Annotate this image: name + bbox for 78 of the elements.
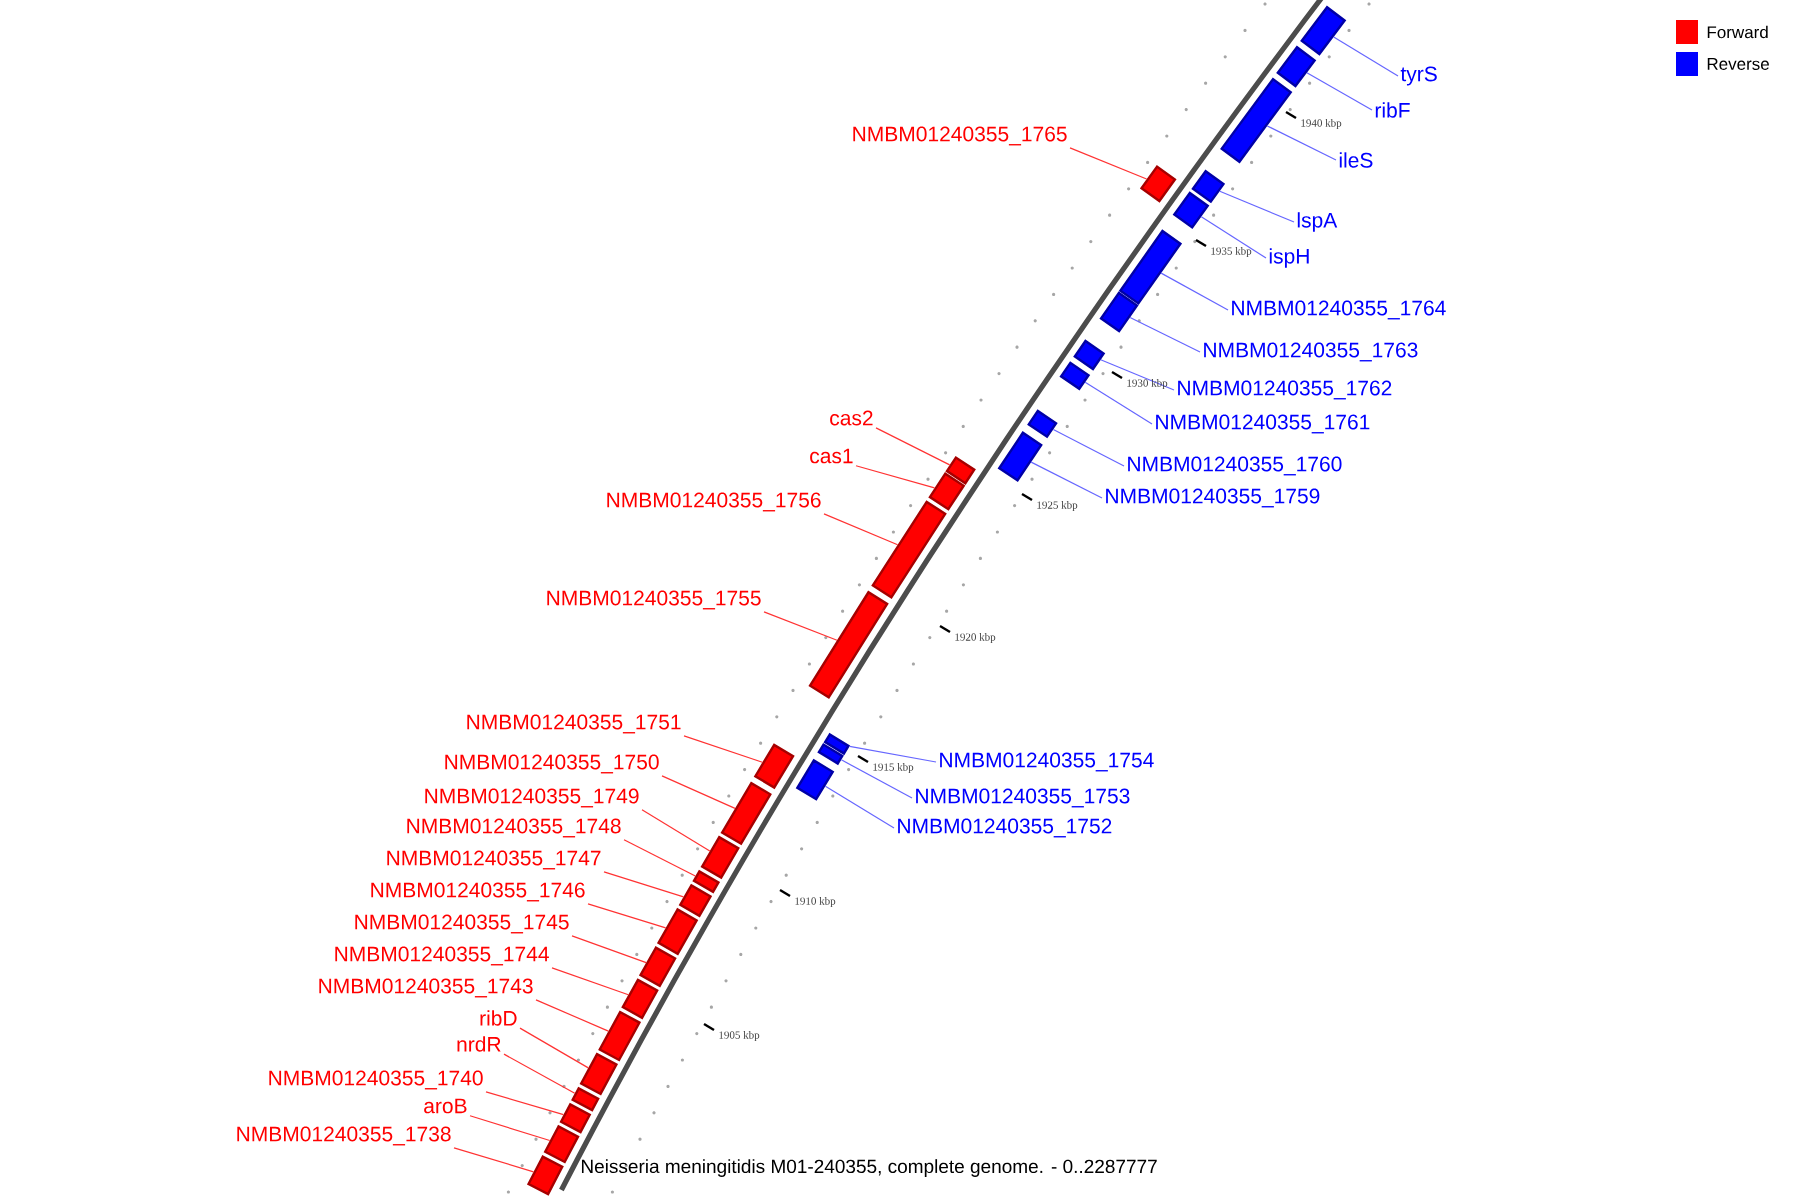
legend-label: Reverse <box>1707 58 1769 70</box>
gene-label: NMBM01240355_1746 <box>371 882 585 902</box>
leader-line <box>1069 147 1148 180</box>
leader-line <box>683 735 763 763</box>
gene-label: NMBM01240355_1752 <box>898 818 1112 838</box>
gene-label: NMBM01240355_1761 <box>1156 414 1370 434</box>
leader-line <box>485 1091 565 1116</box>
gene-label: NMBM01240355_1744 <box>335 946 549 966</box>
leader-line <box>551 967 629 996</box>
gene-label: NMBM01240355_1755 <box>547 590 761 610</box>
leader-line <box>661 775 736 809</box>
leader-line <box>503 1053 576 1094</box>
leader-line <box>641 809 711 852</box>
gene-label: NMBM01240355_1738 <box>237 1126 451 1146</box>
legend-label: Forward <box>1707 25 1768 39</box>
gene-label: NMBM01240355_1759 <box>1106 488 1320 508</box>
leader-line <box>1160 272 1229 311</box>
gene-label: cas1 <box>810 448 853 464</box>
leader-line <box>1100 359 1175 391</box>
gene-label: ispH <box>1269 248 1309 268</box>
leader-line <box>1266 125 1337 161</box>
gene-block <box>720 781 772 846</box>
leader-line <box>453 1147 535 1173</box>
gene-label: tyrS <box>1400 66 1437 86</box>
gene-block <box>638 946 677 988</box>
gene-label: NMBM01240355_1763 <box>1204 342 1418 362</box>
leader-line <box>587 903 667 929</box>
gene-label: NMBM01240355_1753 <box>916 788 1130 808</box>
leader-line <box>1306 72 1373 111</box>
gene-label: nrdR <box>457 1036 501 1052</box>
gene-block <box>526 1155 564 1196</box>
leader-line <box>469 1115 551 1142</box>
gene-label: NMBM01240355_1749 <box>425 788 639 808</box>
leader-line <box>571 935 647 964</box>
leader-line <box>824 785 895 829</box>
gene-block <box>621 978 659 1020</box>
gene-block <box>1099 291 1139 333</box>
caption: Neisseria meningitidis M01-240355, complete genome. - 0..2287777 <box>582 1159 1157 1177</box>
gene-label: NMBM01240355_1743 <box>319 978 533 998</box>
gene-label: NMBM01240355_1740 <box>269 1070 483 1090</box>
leader-line <box>823 513 899 546</box>
gene-label: NMBM01240355_1754 <box>940 752 1154 772</box>
gene-label: aroB <box>424 1098 467 1114</box>
leader-line <box>855 465 936 489</box>
leader-line <box>1219 190 1295 223</box>
gene-label: NMBM01240355_1748 <box>407 818 621 838</box>
gene-label: NMBM01240355_1747 <box>387 850 601 870</box>
gene-label: NMBM01240355_1750 <box>445 754 659 774</box>
leader-line <box>1084 381 1153 425</box>
gene-block <box>997 431 1043 483</box>
gene-label: ribF <box>1375 102 1410 118</box>
gene-block <box>1027 409 1058 439</box>
leader-line <box>535 999 609 1032</box>
gene-label: cas2 <box>830 410 873 426</box>
gene-label: ribD <box>480 1010 517 1026</box>
gene-label: lspA <box>1297 212 1338 232</box>
gene-label: NMBM01240355_1765 <box>853 126 1067 146</box>
leader-line <box>763 611 838 641</box>
leader-line <box>849 745 937 763</box>
gene-label: NMBM01240355_1762 <box>1178 380 1392 400</box>
gene-label: NMBM01240355_1760 <box>1128 456 1342 476</box>
gene-block <box>871 500 947 599</box>
gene-label: NMBM01240355_1745 <box>355 914 569 934</box>
leader-line <box>623 839 696 877</box>
leader-line <box>1052 428 1125 467</box>
gene-label: ileS <box>1339 152 1373 168</box>
leader-line <box>1200 216 1267 259</box>
gene-block <box>753 743 795 790</box>
leader-line <box>603 871 685 898</box>
gene-label: NMBM01240355_1751 <box>467 714 681 734</box>
leader-line <box>1129 316 1201 353</box>
leader-line <box>875 427 951 466</box>
gene-label: NMBM01240355_1764 <box>1232 300 1446 320</box>
gene-label: NMBM01240355_1756 <box>607 492 821 512</box>
leader-line <box>1030 461 1103 499</box>
leader-line <box>1333 36 1399 77</box>
leader-line <box>519 1027 589 1069</box>
leader-line <box>840 759 913 799</box>
